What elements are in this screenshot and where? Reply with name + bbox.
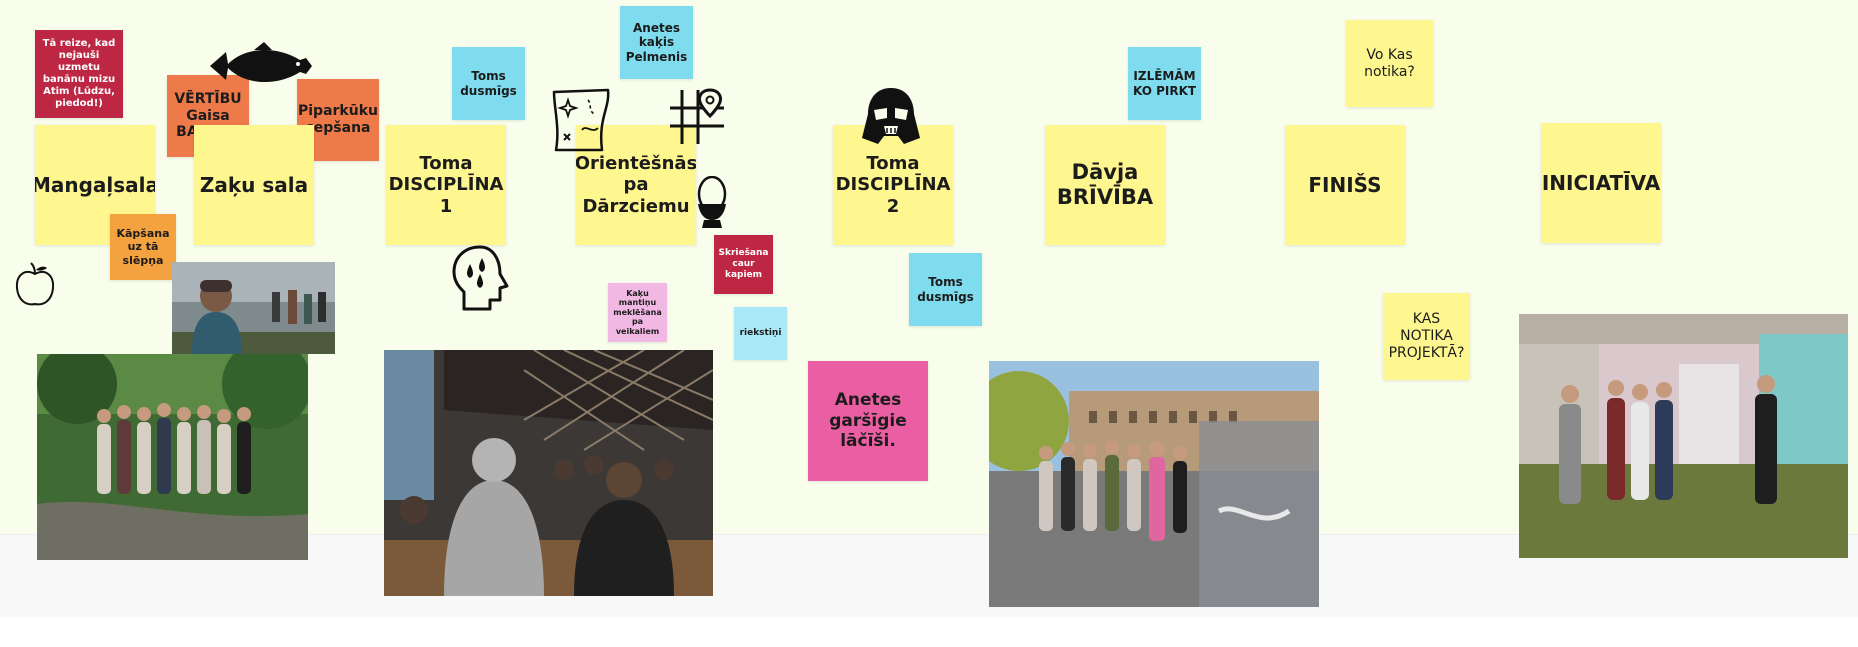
group-photo-park[interactable] xyxy=(37,354,308,560)
note-banana-peel[interactable]: Tā reize, kad nejauši uzmetu banānu mizu… xyxy=(35,30,123,118)
note-toma-disciplina-1[interactable]: Toma DISCIPLĪNA 1 xyxy=(386,125,506,245)
group-photo-climbing-gym[interactable] xyxy=(384,350,713,596)
note-finiss[interactable]: FINIŠS xyxy=(1285,125,1405,245)
group-photo-doorway[interactable] xyxy=(1519,314,1848,558)
note-toms-dusmigs-1[interactable]: Toms dusmīgs xyxy=(452,47,525,120)
note-anetes-kakis[interactable]: Anetes kaķis Pelmenis xyxy=(620,6,693,79)
note-kaku-mantinu[interactable]: Kaķu mantiņu meklēšana pa veikaliem xyxy=(608,283,667,342)
apple-icon[interactable] xyxy=(14,262,56,308)
map-grid-pin-icon[interactable] xyxy=(668,86,728,146)
note-toms-dusmigs-2[interactable]: Toms dusmīgs xyxy=(909,253,982,326)
note-piparkuku[interactable]: Piparkūku cepšana xyxy=(297,79,379,161)
darth-vader-icon[interactable] xyxy=(860,86,922,146)
note-skriesana[interactable]: Skriešana caur kapiem xyxy=(714,235,773,294)
treasure-map-icon[interactable] xyxy=(552,88,614,152)
note-riekstini[interactable]: riekstiņi xyxy=(734,307,787,360)
note-kas-notika-projekta[interactable]: KAS NOTIKA PROJEKTĀ? xyxy=(1383,293,1470,380)
note-vo-kas-notika[interactable]: Vo Kas notika? xyxy=(1346,20,1433,107)
note-orientesanas[interactable]: Orientēšnās pa Dārzciemu xyxy=(576,125,696,245)
portrait-photo-beach[interactable] xyxy=(172,262,335,354)
thinking-head-icon[interactable] xyxy=(450,244,512,312)
note-iniciativa[interactable]: INICIATĪVA xyxy=(1541,123,1661,243)
note-toma-disciplina-2[interactable]: Toma DISCIPLĪNA 2 xyxy=(833,125,953,245)
note-izlemam[interactable]: IZLĒMĀM KO PIRKT xyxy=(1128,47,1201,120)
egg-in-cup-icon[interactable] xyxy=(694,175,730,230)
note-anetes-garsigie[interactable]: Anetes garšīgie lāčīši. xyxy=(808,361,928,481)
note-zaku-sala[interactable]: Zaķu sala xyxy=(194,125,314,245)
note-kapsana[interactable]: Kāpšana uz tā slēpņa xyxy=(110,214,176,280)
note-davja-briviba[interactable]: Dāvja BRĪVĪBA xyxy=(1045,125,1165,245)
fish-icon[interactable] xyxy=(206,40,316,92)
group-photo-bridge[interactable] xyxy=(989,361,1319,607)
